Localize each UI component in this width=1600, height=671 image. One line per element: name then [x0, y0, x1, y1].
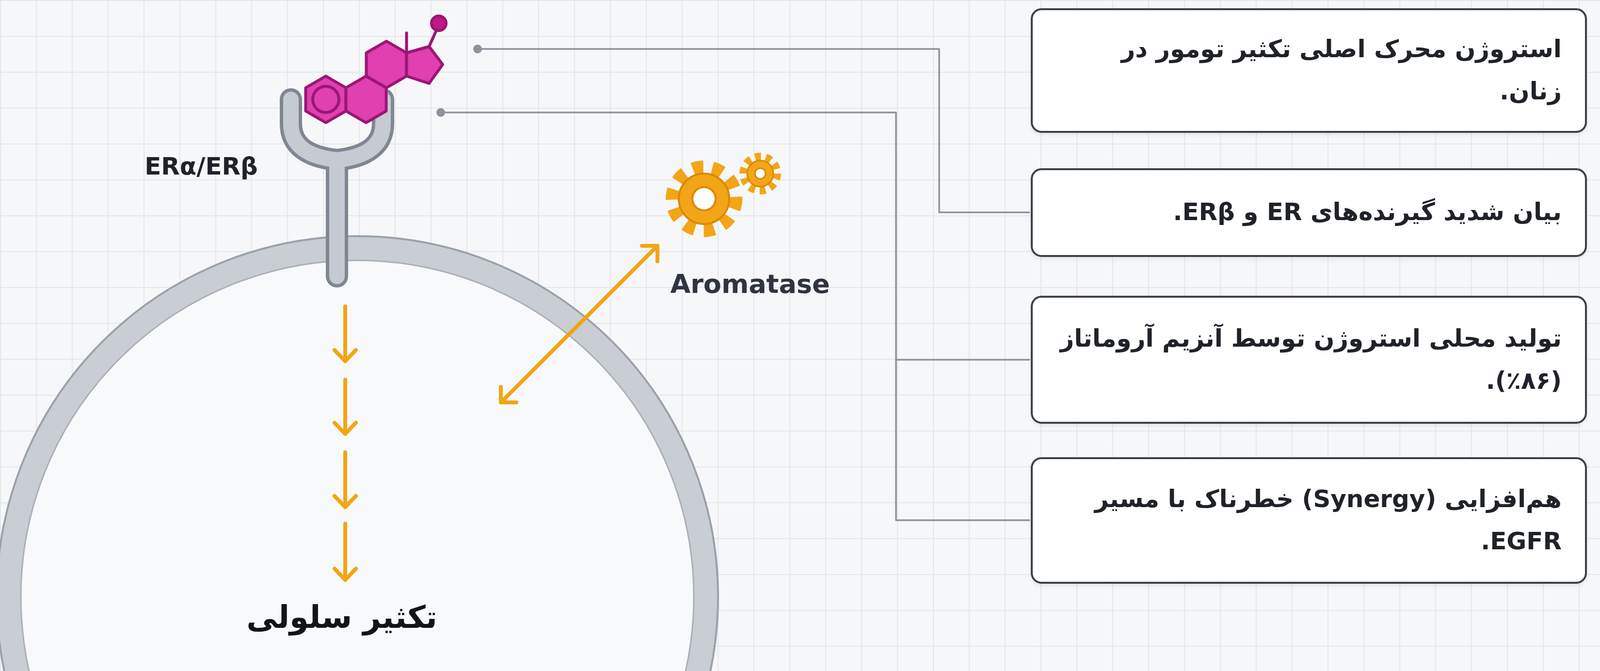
info-box: تولید محلی استروژن توسط آنزیم آروماتاز (…: [1030, 295, 1587, 424]
leader-dot: [436, 108, 446, 117]
info-box: هم‌افزایی (Synergy) خطرناک با مسیر EGFR.: [1030, 457, 1587, 584]
leader-line: [440, 112, 1030, 521]
receptor-symbol: [290, 99, 384, 277]
gear-icon: [672, 156, 778, 231]
signal-arrows: [334, 306, 356, 580]
enzyme-label: Aromatase: [670, 268, 830, 300]
box-text: هم‌افزایی (Synergy) خطرناک با مسیر EGFR.: [1032, 478, 1585, 563]
leader-line: [477, 48, 1030, 213]
box-text: استروژن محرک اصلی تکثیر تومور در زنان.: [1032, 28, 1585, 113]
leader-line: [896, 358, 1030, 361]
leader-dot: [473, 44, 482, 54]
cell-membrane: [0, 236, 719, 671]
receptor-label: ERα/ERβ: [144, 152, 258, 181]
box-text: بیان شدید گیرنده‌های ER و ERβ.: [1032, 191, 1585, 234]
info-box: بیان شدید گیرنده‌های ER و ERβ.: [1030, 168, 1587, 257]
process-label: تکثیر سلولی: [246, 599, 438, 636]
double-arrow: [500, 245, 658, 403]
info-box: استروژن محرک اصلی تکثیر تومور در زنان.: [1030, 8, 1587, 133]
box-text: تولید محلی استروژن توسط آنزیم آروماتاز (…: [1032, 317, 1585, 403]
estrogen-molecule: [305, 16, 447, 123]
